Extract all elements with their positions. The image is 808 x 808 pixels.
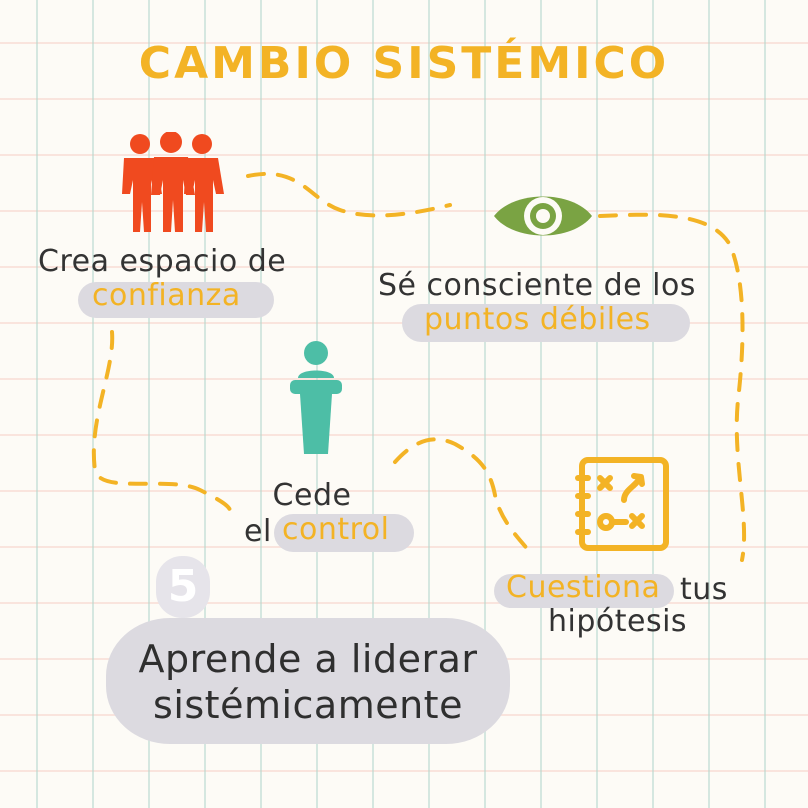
step-1-highlight-bg <box>78 282 274 318</box>
step-4-highlight: Cuestiona <box>506 570 661 605</box>
step-2-text: Sé consciente de los <box>378 268 696 303</box>
eye-icon <box>494 196 592 236</box>
step-3-highlight-bg <box>274 514 414 552</box>
cta-background <box>106 618 510 744</box>
step-4-text-after: tus <box>680 572 728 607</box>
cta-line-1: Aprende a liderar <box>138 637 478 681</box>
step-3-highlight: control <box>282 512 390 547</box>
step-number-badge: 5 <box>156 556 210 618</box>
page-title: CAMBIO SISTÉMICO <box>138 38 670 89</box>
step-2-highlight-bg <box>402 304 690 342</box>
strategy-board-icon <box>575 457 669 551</box>
cta-line-2: sistémicamente <box>153 683 463 727</box>
step-3-text: Cede <box>272 478 352 513</box>
call-to-action: Aprende a liderar sistémicamente <box>106 636 510 728</box>
step-1-highlight: confianza <box>92 278 241 313</box>
podium-icon <box>290 341 342 454</box>
step-3-text-el: el <box>244 514 272 549</box>
step-4-text-line2: hipótesis <box>548 604 688 639</box>
people-icon <box>122 132 224 232</box>
step-4-highlight-bg <box>494 574 674 608</box>
step-2-highlight: puntos débiles <box>424 302 651 337</box>
step-1-text: Crea espacio de <box>38 244 287 279</box>
